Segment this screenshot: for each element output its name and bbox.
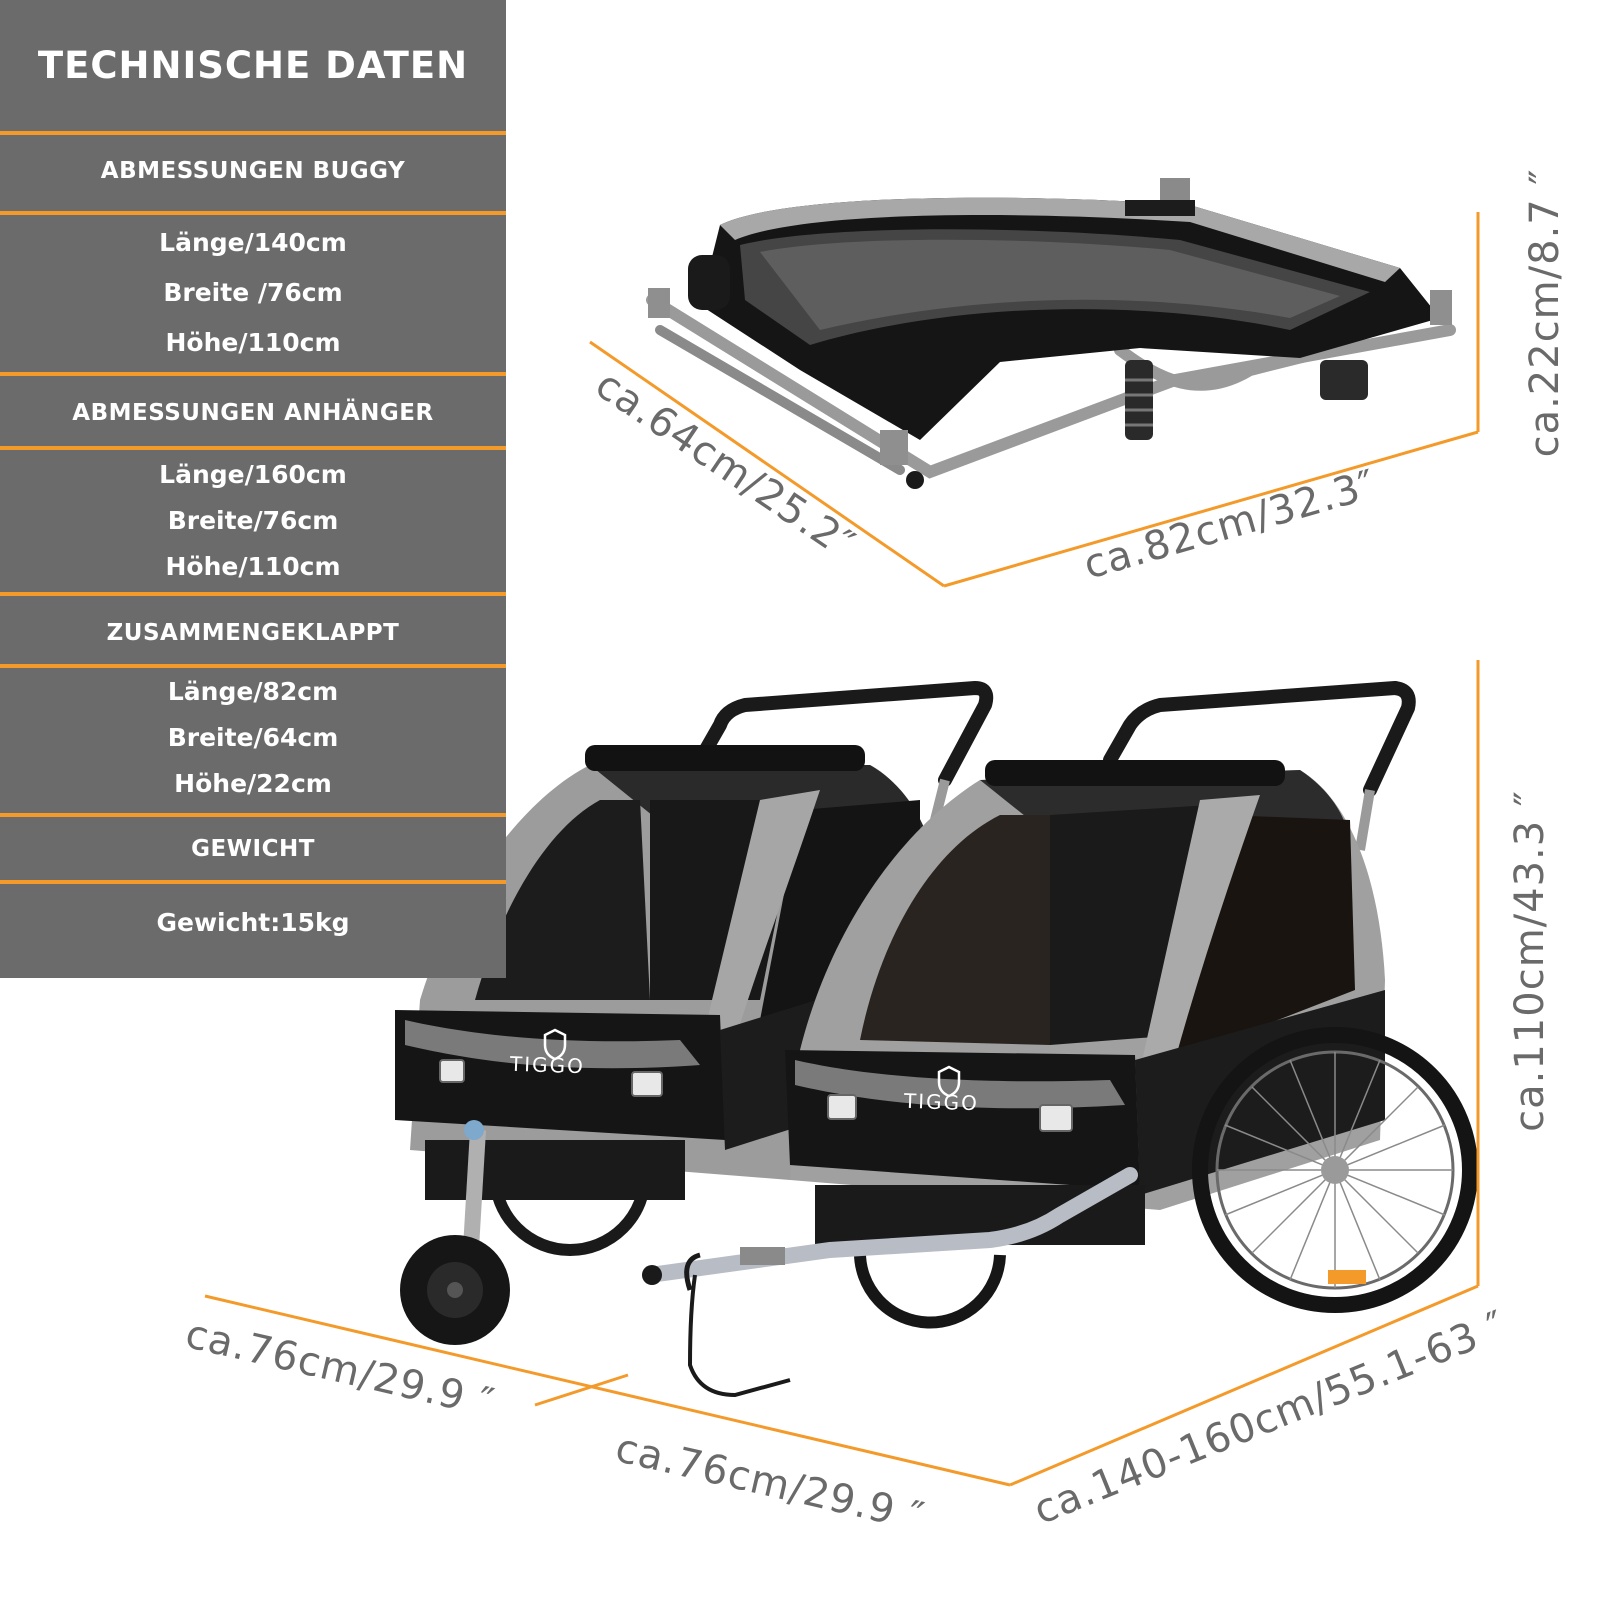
spec-panel: TECHNISCHE DATEN ABMESSUNGEN BUGGY Länge… (0, 0, 506, 978)
divider (0, 211, 506, 215)
weight-value: Gewicht:15kg (156, 908, 350, 937)
folded-length: Länge/82cm (167, 677, 339, 706)
divider (0, 880, 506, 884)
buggy-height: Höhe/110cm (165, 328, 341, 357)
trailer-logo: TIGGO (903, 1088, 980, 1116)
divider (0, 592, 506, 596)
divider (0, 664, 506, 668)
section-heading-folded: ZUSAMMENGEKLAPPT (106, 620, 400, 646)
divider (0, 813, 506, 817)
trailer-width: Breite/76cm (167, 506, 339, 535)
trailer-length: Länge/160cm (159, 460, 347, 489)
divider (0, 372, 506, 376)
folded-trailer-image (646, 178, 1456, 489)
buggy-logo: TIGGO (509, 1051, 586, 1079)
buggy-width: Breite /76cm (163, 278, 343, 307)
divider (0, 131, 506, 135)
section-heading-weight: GEWICHT (191, 836, 315, 862)
panel-title: TECHNISCHE DATEN (37, 44, 469, 87)
folded-height-label: ca.22cm/8.7 ″ (1522, 168, 1568, 458)
divider (0, 446, 506, 450)
folded-width: Breite/64cm (167, 723, 339, 752)
dimension-lines (204, 212, 1480, 1487)
section-heading-buggy: ABMESSUNGEN BUGGY (100, 158, 406, 184)
trailer-height: Höhe/110cm (165, 552, 341, 581)
section-heading-trailer: ABMESSUNGEN ANHÄNGER (72, 400, 434, 426)
folded-height: Höhe/22cm (174, 769, 332, 798)
assembled-height-label: ca.110cm/43.3 ″ (1507, 790, 1553, 1132)
trailer-image (642, 681, 1478, 1398)
buggy-length: Länge/140cm (159, 228, 347, 257)
